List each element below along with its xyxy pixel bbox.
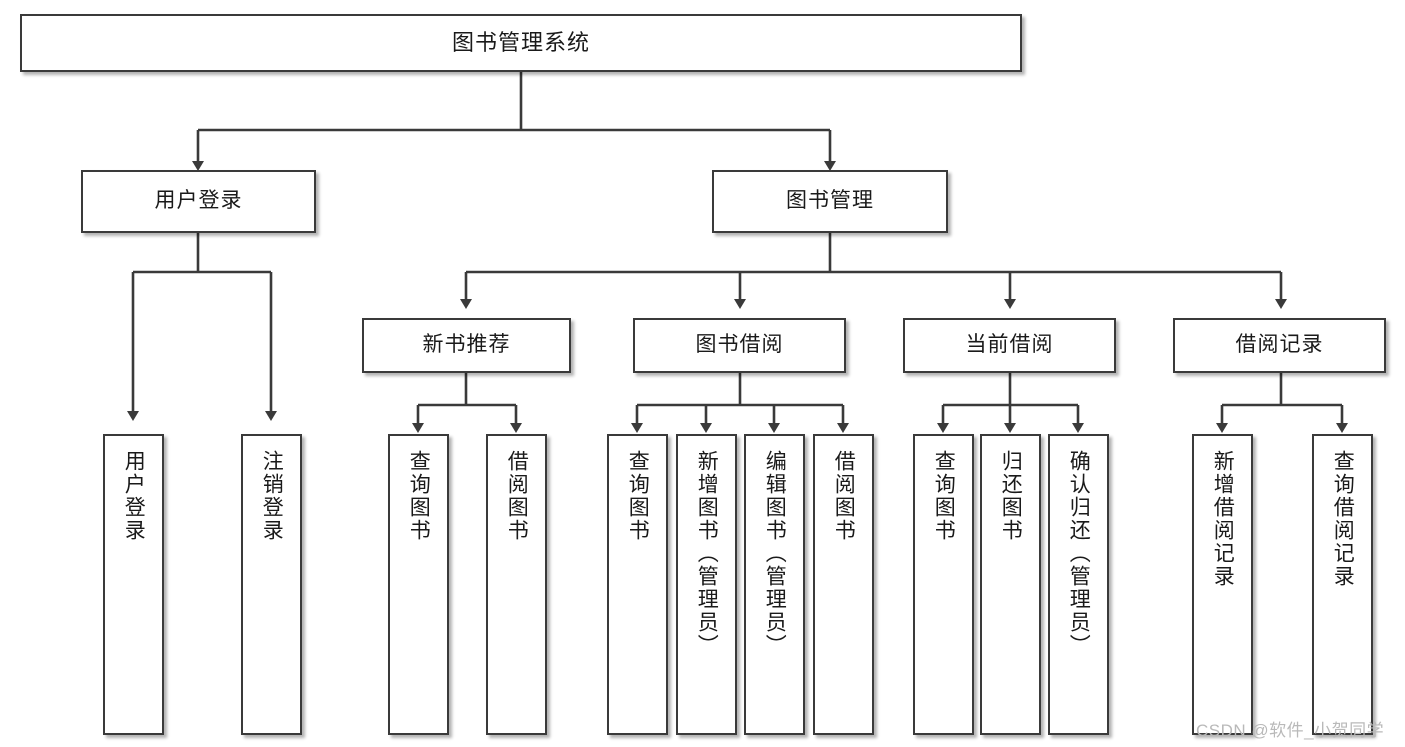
node-leaf-return-book[interactable]: 归还图书 [980, 434, 1041, 735]
node-leaf-add-record[interactable]: 新增借阅记录 [1192, 434, 1253, 735]
node-leaf-borrow-book-2-label: 借阅图书 [832, 450, 856, 542]
node-leaf-query-book-3[interactable]: 查询图书 [913, 434, 974, 735]
node-book-management-label: 图书管理 [786, 189, 874, 213]
node-leaf-edit-book-label: 编辑图书（管理员） [763, 450, 787, 657]
node-current-borrow-label: 当前借阅 [965, 333, 1054, 357]
node-leaf-query-book-3-label: 查询图书 [932, 450, 956, 542]
node-leaf-logout-login-label: 注销登录 [260, 450, 284, 542]
node-leaf-add-book[interactable]: 新增图书（管理员） [676, 434, 737, 735]
node-borrow-record[interactable]: 借阅记录 [1173, 318, 1386, 373]
node-leaf-return-book-label: 归还图书 [999, 450, 1023, 542]
node-leaf-borrow-book-1[interactable]: 借阅图书 [486, 434, 547, 735]
node-leaf-borrow-book-2[interactable]: 借阅图书 [813, 434, 874, 735]
node-leaf-logout-login[interactable]: 注销登录 [241, 434, 302, 735]
node-new-book-recommend[interactable]: 新书推荐 [362, 318, 571, 373]
node-leaf-borrow-book-1-label: 借阅图书 [505, 450, 529, 542]
node-new-book-recommend-label: 新书推荐 [422, 333, 511, 357]
watermark: CSDN @软件_小贺同学 [1196, 721, 1385, 740]
node-leaf-edit-book[interactable]: 编辑图书（管理员） [744, 434, 805, 735]
node-leaf-user-login[interactable]: 用户登录 [103, 434, 164, 735]
node-book-management[interactable]: 图书管理 [712, 170, 948, 233]
node-leaf-confirm-return-label: 确认归还（管理员） [1067, 450, 1091, 657]
node-leaf-query-book-2[interactable]: 查询图书 [607, 434, 668, 735]
node-leaf-query-book-1-label: 查询图书 [407, 450, 431, 542]
node-current-borrow[interactable]: 当前借阅 [903, 318, 1116, 373]
node-leaf-query-record-label: 查询借阅记录 [1331, 450, 1355, 588]
node-user-login[interactable]: 用户登录 [81, 170, 316, 233]
node-leaf-user-login-label: 用户登录 [122, 450, 146, 542]
node-user-login-label: 用户登录 [154, 189, 243, 213]
node-book-borrow[interactable]: 图书借阅 [633, 318, 846, 373]
node-leaf-add-book-label: 新增图书（管理员） [695, 450, 719, 657]
node-root-label: 图书管理系统 [451, 30, 590, 56]
node-leaf-query-book-2-label: 查询图书 [626, 450, 650, 542]
node-borrow-record-label: 借阅记录 [1235, 333, 1324, 357]
node-leaf-query-book-1[interactable]: 查询图书 [388, 434, 449, 735]
node-leaf-add-record-label: 新增借阅记录 [1211, 450, 1235, 588]
node-leaf-confirm-return[interactable]: 确认归还（管理员） [1048, 434, 1109, 735]
node-book-borrow-label: 图书借阅 [695, 333, 784, 357]
node-leaf-query-record[interactable]: 查询借阅记录 [1312, 434, 1373, 735]
node-root[interactable]: 图书管理系统 [20, 14, 1022, 72]
